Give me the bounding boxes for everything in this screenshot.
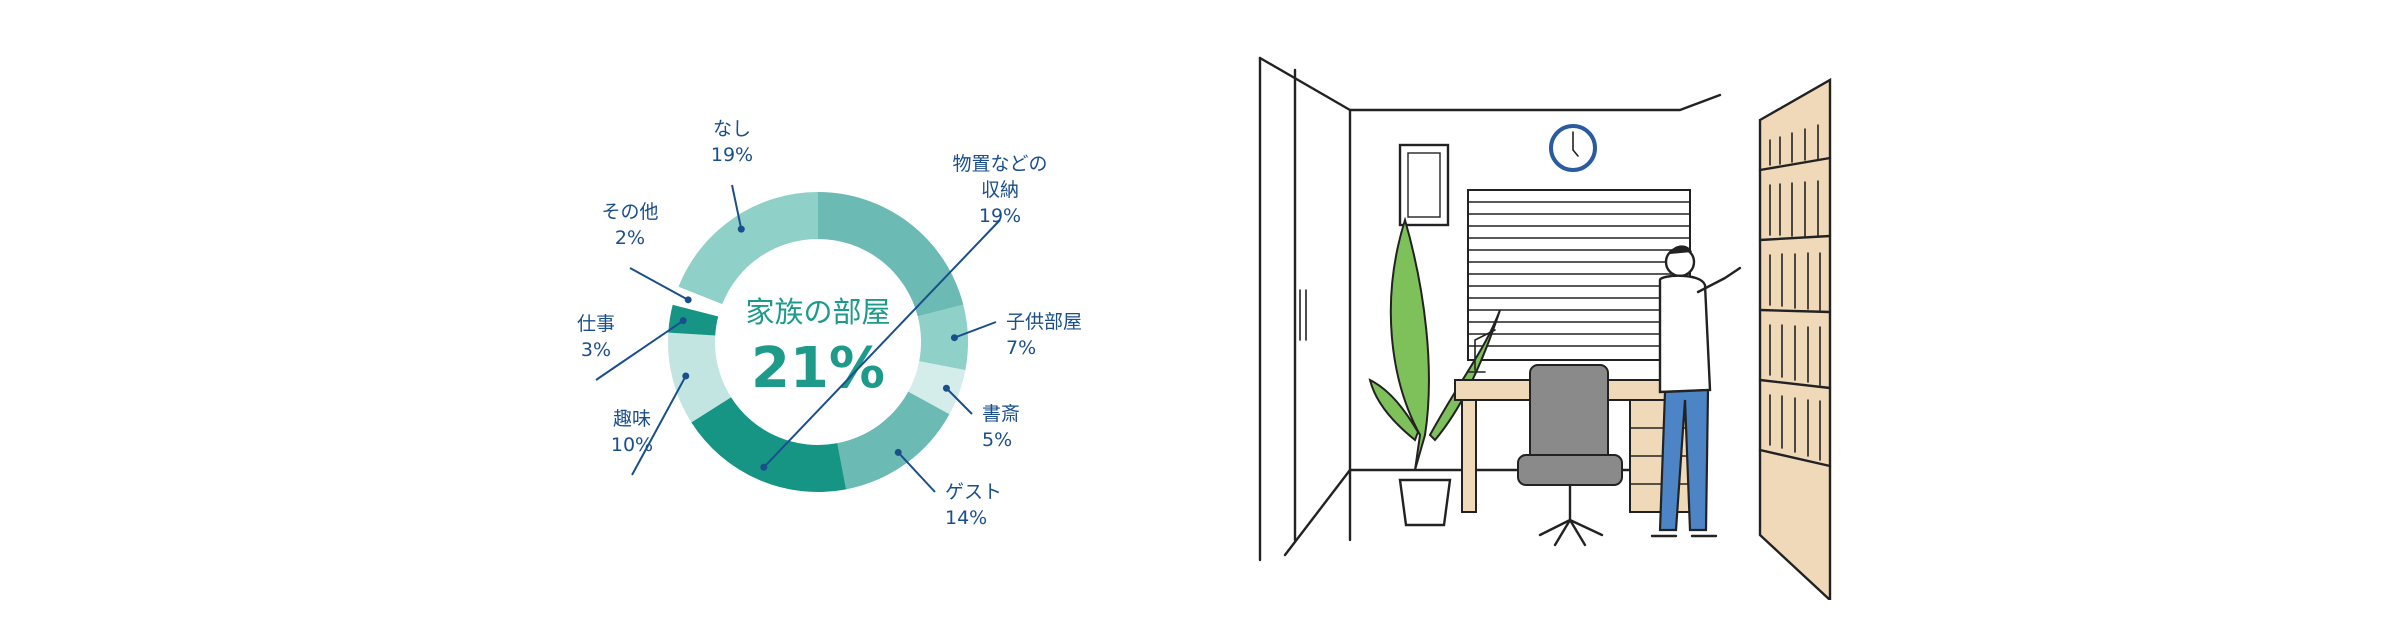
leader-dot [684, 296, 692, 304]
donut-slice [818, 192, 964, 317]
leader-dot [679, 317, 687, 325]
plant [1368, 216, 1501, 527]
leader-line [897, 451, 936, 493]
slice-percent: 14% [945, 507, 987, 529]
person [1650, 245, 1742, 538]
slice-percent: 19% [979, 205, 1021, 227]
slice-label: 書斎 [982, 403, 1020, 425]
leader-line [731, 184, 743, 230]
donut-slices [668, 192, 968, 492]
leader-dot [942, 384, 950, 392]
slice-percent: 19% [711, 144, 753, 166]
slice-percent: 5% [982, 429, 1012, 451]
leader-dot [760, 463, 768, 471]
study-room-illustration [1258, 56, 1832, 600]
slice-percent: 2% [615, 227, 645, 249]
slice-label: 子供部屋 [1006, 311, 1082, 333]
leader-line [945, 387, 973, 415]
leader-dot [682, 372, 690, 380]
slice-percent: 7% [1006, 337, 1036, 359]
leader-dot [950, 334, 958, 342]
office-chair [1517, 364, 1623, 547]
donut-slice [691, 397, 847, 492]
slice-label: その他 [601, 201, 658, 223]
leader-line [954, 321, 997, 339]
leader-line [629, 267, 689, 301]
donut-slice [908, 361, 966, 415]
slice-percent: 3% [581, 339, 611, 361]
slice-label: ゲスト [945, 481, 1002, 503]
leader-line [595, 319, 684, 381]
donut-slice [672, 286, 723, 317]
slice-label: 物置などの [952, 153, 1047, 175]
donut-slice [917, 304, 968, 371]
window-blind [1467, 189, 1691, 361]
slice-percent: 10% [611, 434, 653, 456]
donut-slice [837, 391, 950, 490]
center-title: 家族の部屋 [745, 295, 890, 329]
slice-label: 収納 [981, 179, 1019, 201]
donut-slice [668, 332, 732, 423]
leader-dot [737, 225, 745, 233]
slice-label: 仕事 [577, 313, 615, 335]
bookshelf [1758, 77, 1832, 600]
slice-label: なし [713, 118, 751, 140]
slice-label: 趣味 [613, 408, 651, 430]
leader-line [763, 219, 1001, 468]
leader-line [631, 375, 687, 476]
donut-slice [678, 192, 818, 305]
leader-dot [894, 448, 902, 456]
center-value: 21% [751, 336, 885, 401]
donut-slice [668, 304, 719, 336]
